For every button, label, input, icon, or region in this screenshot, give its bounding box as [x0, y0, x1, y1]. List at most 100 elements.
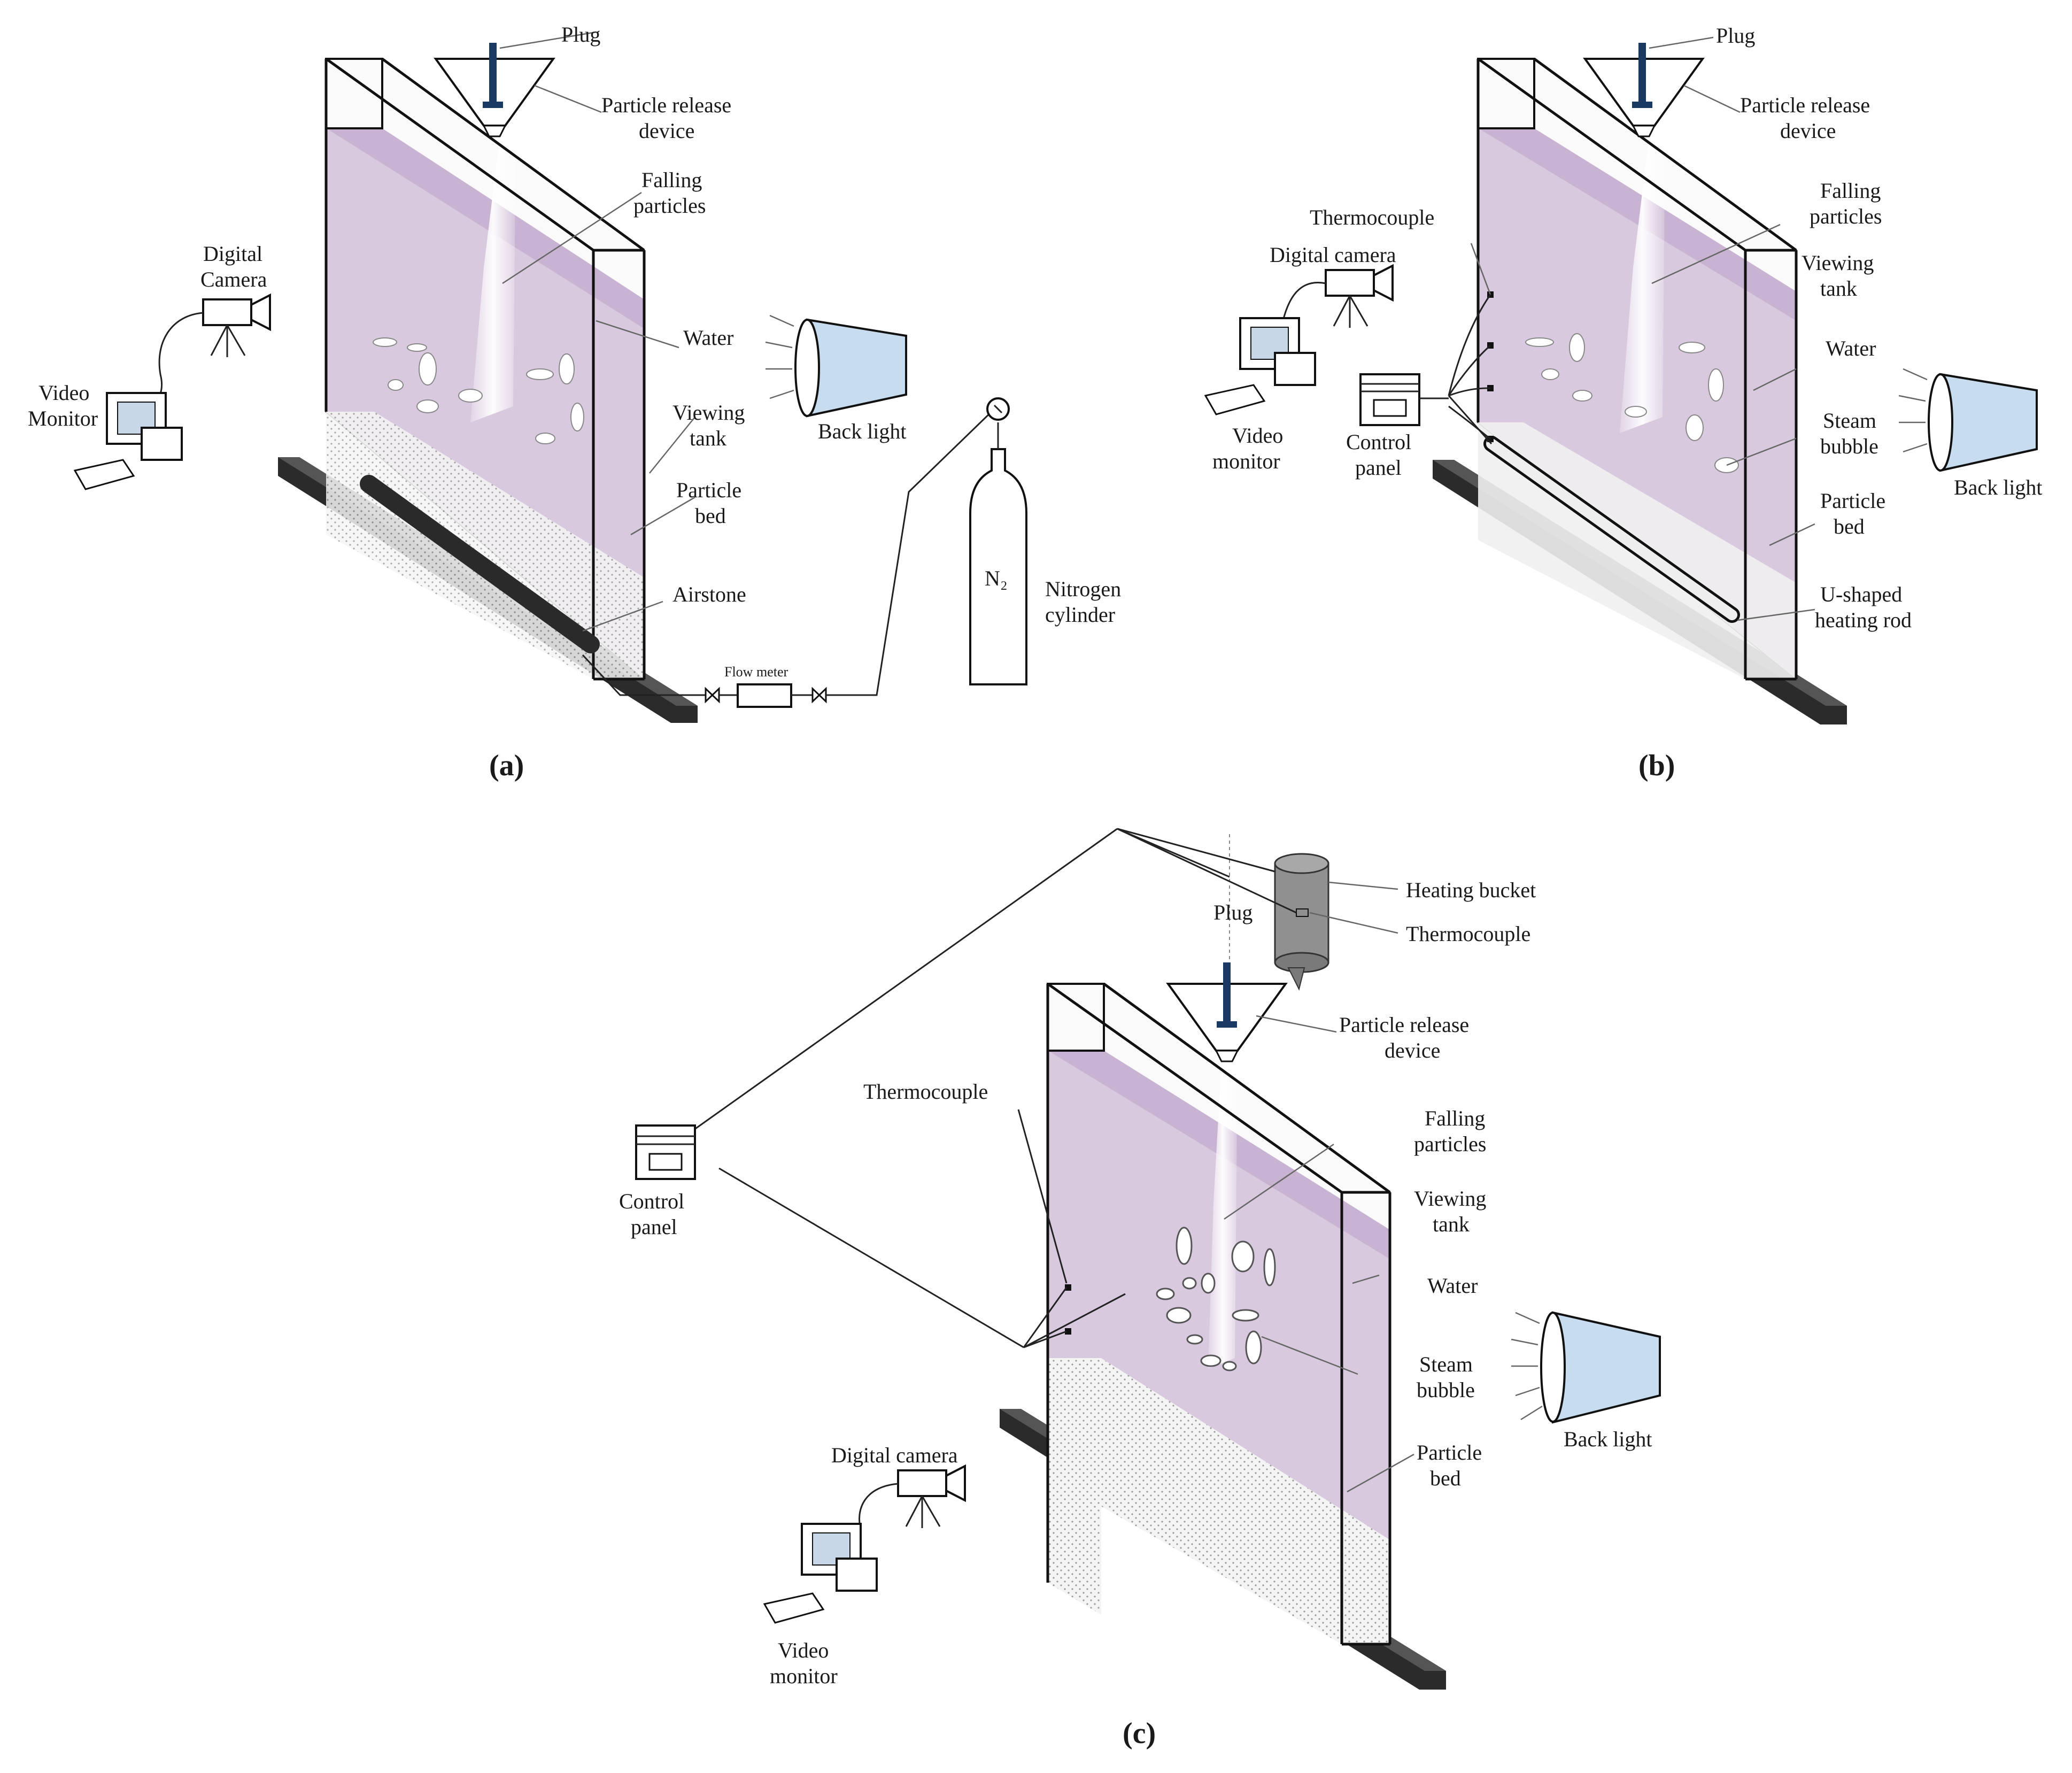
thermocouple-label: Thermocouple	[1310, 205, 1434, 229]
caption-a: (a)	[489, 749, 524, 782]
video-monitor-icon	[1204, 317, 1316, 415]
water-label: Water	[1826, 336, 1876, 360]
control-panel-label-2: panel	[1355, 456, 1402, 480]
control-panel-label-2: panel	[631, 1215, 677, 1239]
viewing-tank-label-1: Viewing	[672, 400, 745, 425]
water-label: Water	[683, 326, 734, 350]
particle-bed-label-1: Particle	[1417, 1440, 1482, 1464]
heating-rod-label-2: heating rod	[1815, 608, 1912, 632]
nitrogen-cylinder-icon	[969, 397, 1027, 685]
airstone-tube	[360, 475, 600, 653]
viewing-tank-label-1: Viewing	[1802, 251, 1874, 275]
plug-label: Plug	[1213, 900, 1253, 924]
digital-camera-icon	[897, 1464, 966, 1528]
plug-label: Plug	[561, 22, 600, 47]
monitor-label-1: Video	[1232, 423, 1283, 448]
viewing-tank	[1476, 57, 1798, 681]
viewing-tank-label-2: tank	[1433, 1212, 1470, 1236]
steam-bubble-label-1: Steam	[1823, 408, 1876, 433]
heating-bucket-icon	[1274, 853, 1329, 991]
video-monitor-icon	[73, 392, 183, 490]
plug-label: Plug	[1716, 24, 1755, 48]
viewing-tank-label-2: tank	[690, 426, 726, 450]
falling-particles-label-1: Falling	[641, 168, 702, 192]
nitrogen-label-2: cylinder	[1045, 603, 1115, 627]
control-panel-icon	[635, 1124, 696, 1180]
falling-particles-label-1: Falling	[1820, 179, 1881, 203]
bubbles	[1156, 1227, 1276, 1371]
camera-label: Digital camera	[1270, 243, 1396, 267]
leader-lines	[1448, 36, 1815, 621]
back-light-label: Back light	[1954, 475, 2043, 499]
viewing-tank-label-2: tank	[1820, 276, 1857, 300]
bubbles	[1525, 333, 1739, 473]
water-label: Water	[1427, 1274, 1478, 1298]
particle-bed-label-2: bed	[1430, 1466, 1461, 1490]
viewing-tank	[1046, 982, 1391, 1646]
camera-label: Digital camera	[831, 1443, 958, 1467]
thermocouple-top-label: Thermocouple	[1406, 922, 1530, 946]
viewing-tank-label-1: Viewing	[1414, 1186, 1486, 1211]
heating-bucket-label: Heating bucket	[1406, 878, 1536, 902]
control-panel-label-1: Control	[1346, 430, 1411, 454]
bubbles	[373, 337, 584, 444]
particle-release-label-1: Particle release	[1740, 93, 1870, 117]
gas-line	[582, 408, 995, 708]
digital-camera-icon	[1325, 264, 1394, 328]
panel-a: Plug Particle release device Falling par…	[28, 22, 1121, 782]
particle-bed-label-2: bed	[695, 504, 726, 528]
particle-release-label-2: device	[1385, 1038, 1440, 1062]
steam-bubble-label-1: Steam	[1419, 1352, 1473, 1376]
falling-particles-label-2: particles	[1810, 204, 1882, 228]
monitor-label-2: monitor	[1212, 449, 1280, 473]
particle-bed-label-2: bed	[1834, 514, 1865, 538]
thermocouple-label: Thermocouple	[863, 1080, 988, 1104]
n2-label: N₂	[985, 566, 1008, 590]
airstone-label: Airstone	[672, 582, 746, 606]
flow-meter-icon	[737, 683, 792, 708]
back-light-label: Back light	[1564, 1427, 1652, 1451]
digital-camera-icon	[202, 293, 271, 357]
control-panel-icon	[1359, 373, 1420, 426]
particle-release-device	[1583, 43, 1705, 137]
particle-release-label-2: device	[639, 119, 694, 143]
leader-lines	[1017, 881, 1414, 1493]
caption-c: (c)	[1123, 1717, 1156, 1750]
monitor-label-1: Video	[778, 1638, 829, 1662]
particle-release-label-1: Particle release	[601, 93, 731, 117]
monitor-label-1: Video	[38, 381, 89, 405]
camera-label-1: Digital	[203, 242, 262, 266]
caption-b: (b)	[1638, 749, 1675, 782]
control-wiring	[673, 828, 1297, 1348]
nitrogen-label-1: Nitrogen	[1045, 577, 1121, 601]
camera-label-2: Camera	[200, 267, 267, 291]
panel-b: Plug Particle release device Thermocoupl…	[1204, 24, 2043, 782]
back-light-label: Back light	[818, 419, 907, 443]
falling-particles-label-2: particles	[1414, 1132, 1487, 1156]
monitor-label-2: Monitor	[28, 406, 98, 430]
particle-release-label-2: device	[1780, 119, 1836, 143]
back-light-icon	[765, 314, 907, 418]
viewing-tank	[324, 57, 646, 681]
monitor-label-2: monitor	[770, 1664, 838, 1688]
falling-particles-label-1: Falling	[1425, 1106, 1485, 1130]
plug-rod	[489, 43, 497, 107]
back-light-icon	[1898, 368, 2038, 472]
panel-c: Heating bucket Thermocouple Plug Particl…	[619, 828, 1661, 1750]
heating-rod-label-1: U-shaped	[1820, 582, 1902, 606]
steam-bubble-label-2: bubble	[1417, 1378, 1475, 1402]
falling-particles-label-2: particles	[633, 194, 706, 218]
particle-release-device	[1166, 962, 1288, 1062]
flow-meter-label: Flow meter	[724, 664, 788, 680]
steam-bubble-label-2: bubble	[1820, 434, 1878, 458]
particle-bed-label-1: Particle	[676, 478, 741, 502]
particle-release-label-1: Particle release	[1339, 1013, 1469, 1037]
leader-lines	[499, 31, 695, 632]
control-panel-label-1: Control	[619, 1189, 684, 1213]
particle-release-device	[434, 43, 555, 137]
video-monitor-icon	[763, 1523, 878, 1624]
back-light-icon	[1511, 1311, 1661, 1424]
particle-bed-label-1: Particle	[1820, 489, 1885, 513]
